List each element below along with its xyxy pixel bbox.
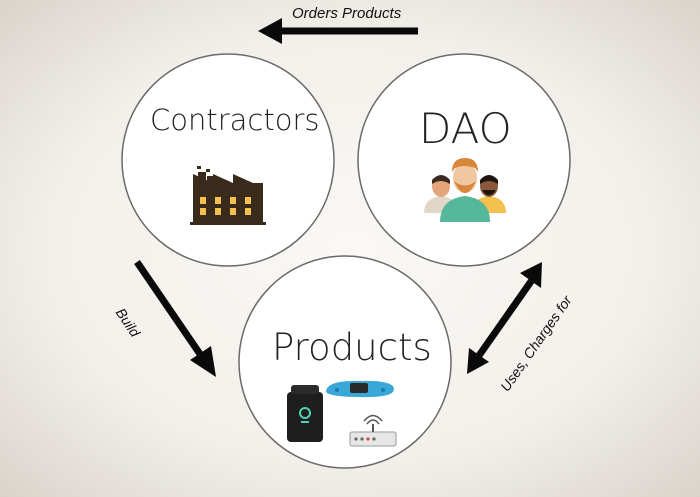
smart-speaker-icon — [287, 385, 323, 442]
orders-arrow — [258, 18, 418, 44]
dao-label: DAO — [419, 104, 512, 153]
uses-arrow — [467, 262, 542, 374]
fitness-band-icon — [326, 380, 394, 398]
contractors-circle — [121, 53, 335, 267]
products-label: Products — [272, 326, 432, 369]
orders-products-label: Orders Products — [292, 5, 402, 22]
contractors-label: Contractors — [150, 103, 320, 137]
router-icon — [349, 414, 397, 447]
factory-icon — [190, 166, 266, 225]
people-icon — [424, 158, 506, 222]
build-arrow — [134, 260, 216, 377]
